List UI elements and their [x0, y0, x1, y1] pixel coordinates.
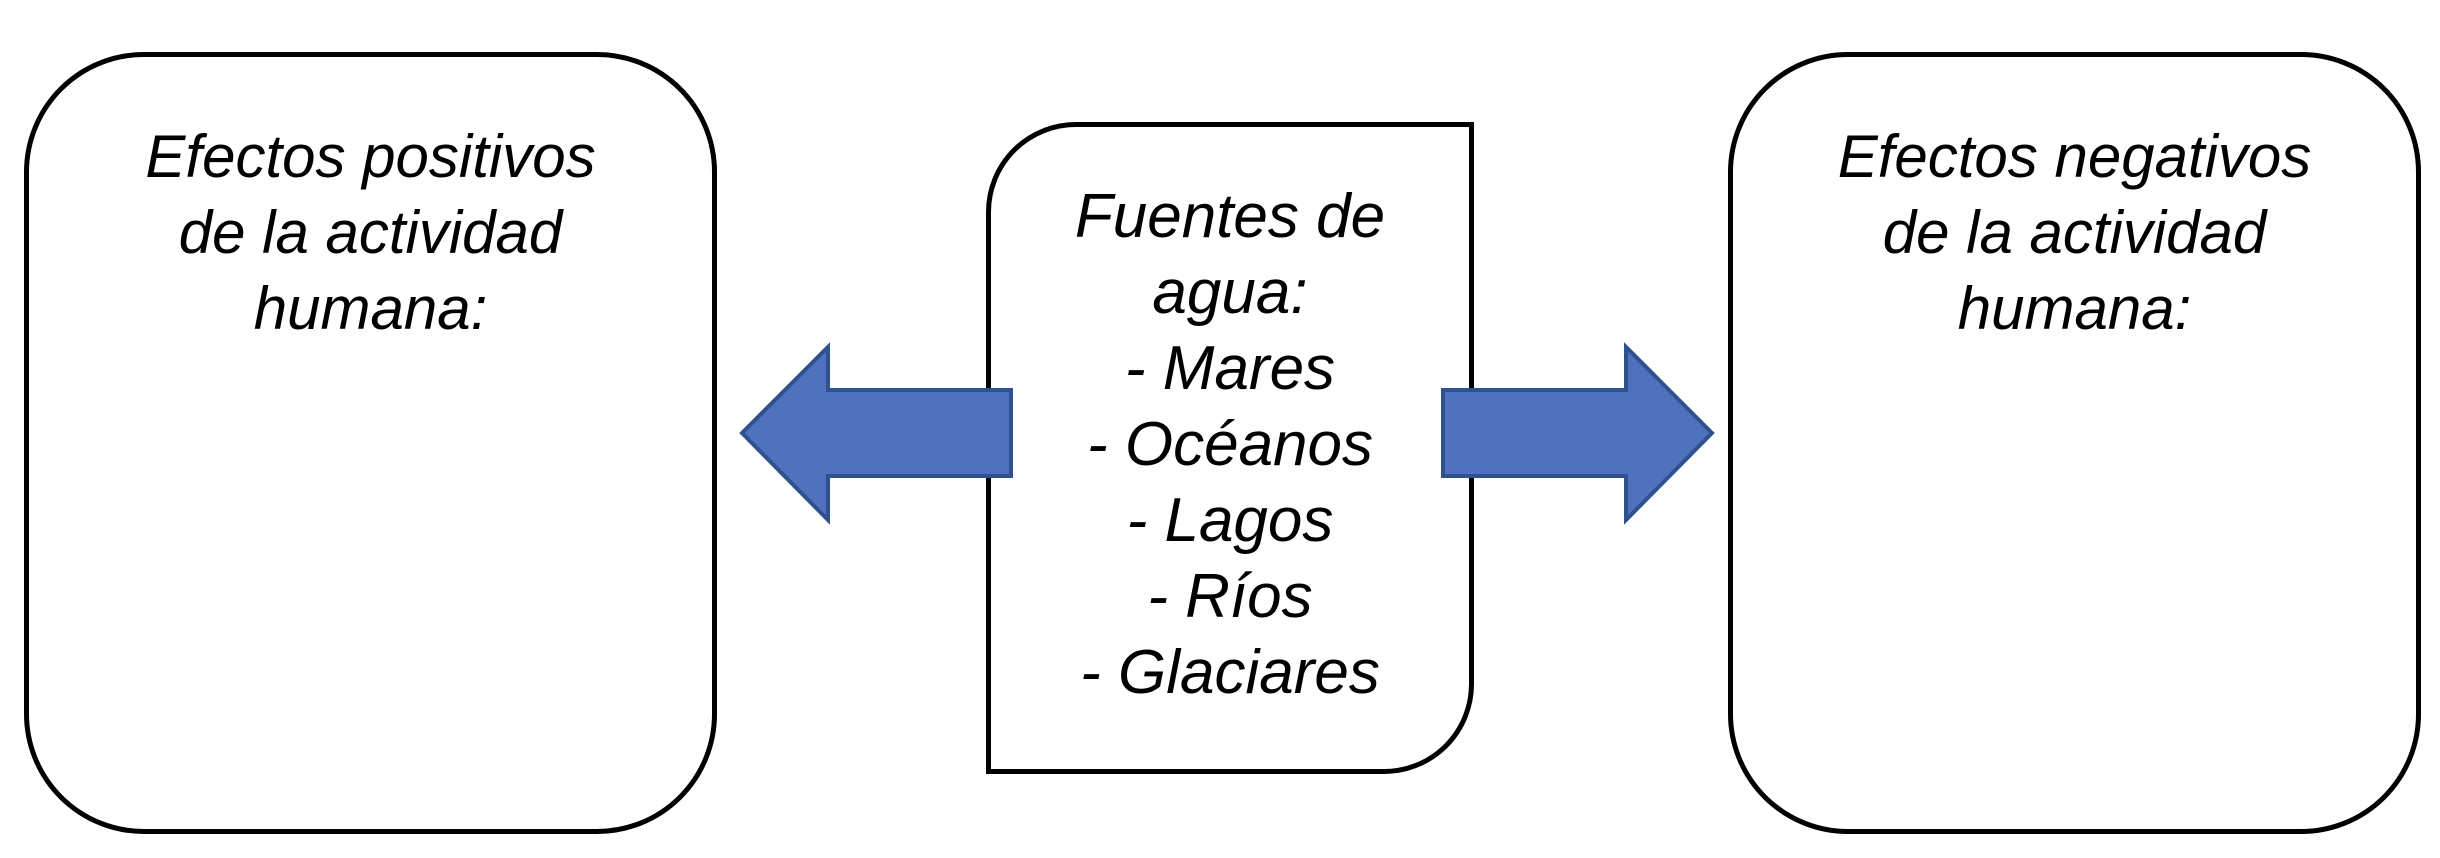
list-item: - Lagos: [1126, 486, 1334, 555]
title-line: humana:: [1957, 275, 2192, 342]
water-sources-title: Fuentes de agua: - Mares - Océanos - Lag…: [991, 127, 1469, 711]
negative-effects-box: Efectos negativos de la actividad humana…: [1728, 52, 2421, 834]
negative-effects-title: Efectos negativos de la actividad humana…: [1733, 57, 2416, 347]
positive-effects-box: Efectos positivos de la actividad humana…: [24, 52, 717, 834]
left-arrow-icon: [739, 342, 1013, 525]
list-item: - Océanos: [1086, 410, 1374, 479]
positive-effects-title: Efectos positivos de la actividad humana…: [29, 57, 712, 347]
title-line: Efectos negativos: [1837, 123, 2312, 190]
title-line: Fuentes de: [1074, 182, 1386, 251]
list-item: - Mares: [1124, 334, 1336, 403]
title-line: Efectos positivos: [145, 123, 596, 190]
title-line: humana:: [253, 275, 488, 342]
title-line: agua:: [1152, 258, 1308, 327]
list-item: - Glaciares: [1080, 638, 1380, 707]
title-line: de la actividad: [178, 199, 563, 266]
title-line: de la actividad: [1882, 199, 2267, 266]
water-sources-list: - Mares - Océanos - Lagos - Ríos - Glaci…: [991, 331, 1469, 711]
right-arrow-icon: [1441, 342, 1715, 525]
list-item: - Ríos: [1147, 562, 1313, 631]
